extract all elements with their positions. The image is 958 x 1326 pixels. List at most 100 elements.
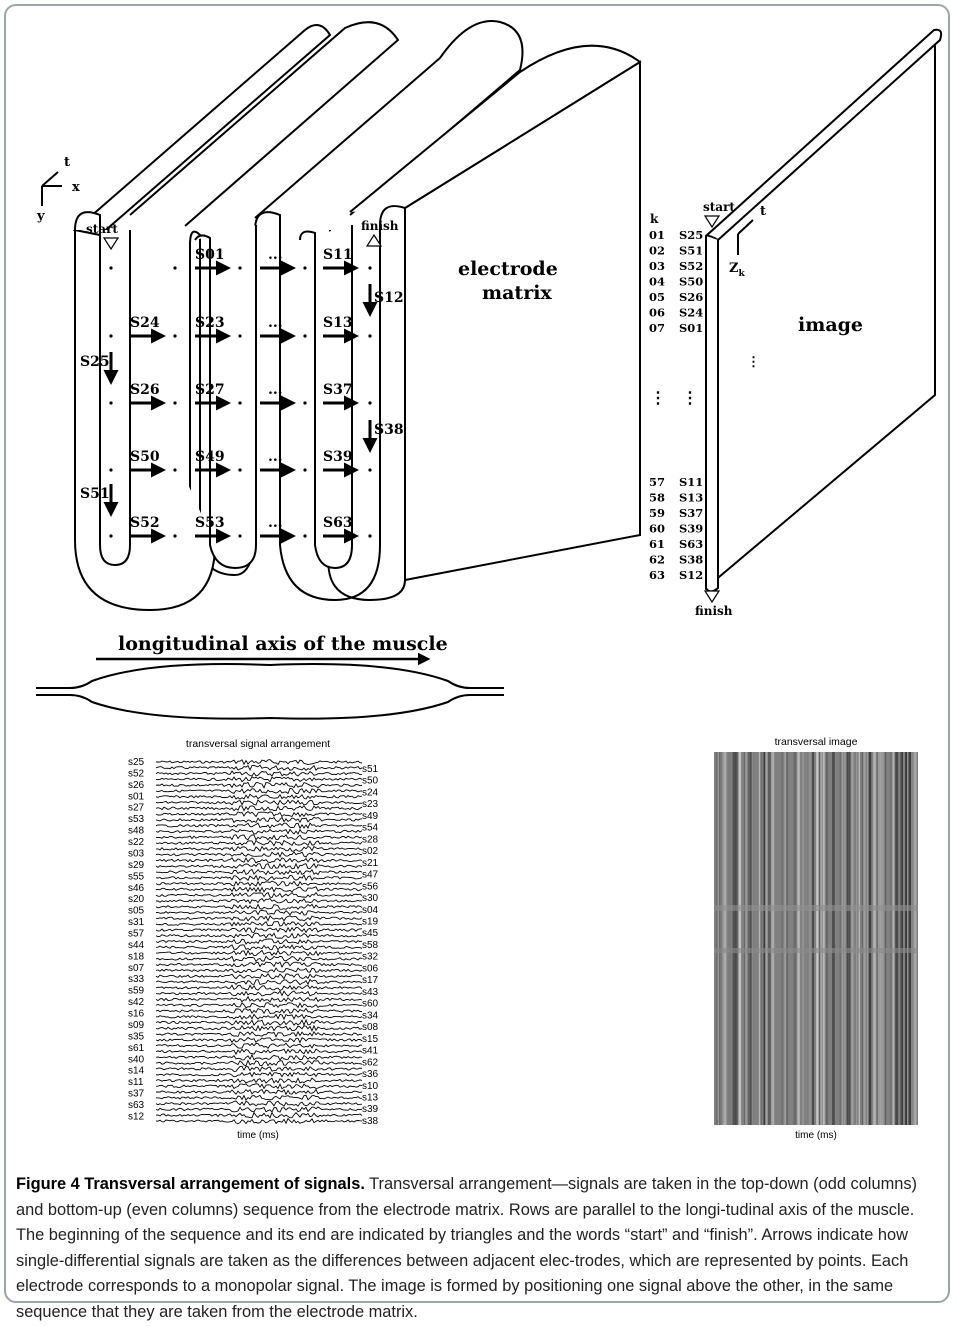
k-index: 59 xyxy=(649,506,665,520)
signal-right-label: s47 xyxy=(362,870,379,881)
signal-right-label: s24 xyxy=(362,788,379,799)
figure-frame xyxy=(4,4,950,1303)
signal-trace xyxy=(155,1077,363,1084)
k-index: 07 xyxy=(649,321,665,335)
signal-trace xyxy=(155,822,363,830)
signal-right-label: s62 xyxy=(362,1057,379,1068)
signal-label: S63 xyxy=(323,515,353,531)
image-vdots: ⋮ xyxy=(747,355,760,370)
image-stripe xyxy=(863,752,866,1125)
image-stripe xyxy=(907,752,910,1125)
image-stripe xyxy=(841,752,844,1125)
signal-label: S23 xyxy=(195,315,225,331)
image-stripe xyxy=(908,752,911,1125)
electrode-dot xyxy=(368,266,372,270)
image-stripe xyxy=(732,752,734,1125)
image-stripe xyxy=(765,752,768,1125)
k-index: 58 xyxy=(649,491,665,505)
signal-left-label: s48 xyxy=(128,826,145,837)
k-signal: S11 xyxy=(679,475,703,489)
signal-trace xyxy=(155,932,362,939)
electrode-matrix-slab xyxy=(72,20,642,612)
signal-left-label: s22 xyxy=(128,837,145,848)
caption-title: Figure 4 Transversal arrangement of sign… xyxy=(16,1175,365,1193)
k-signal: S37 xyxy=(679,506,703,520)
signal-label: S49 xyxy=(195,449,225,465)
signal-trace xyxy=(155,776,363,783)
signal-trace xyxy=(155,909,363,916)
signal-right-label: s17 xyxy=(362,975,379,986)
image-stripe xyxy=(893,752,895,1125)
signal-right-label: s41 xyxy=(362,1046,379,1057)
signal-plot-title: transversal signal arrangement xyxy=(186,738,330,750)
image-finish-label: finish xyxy=(695,604,733,618)
signal-trace xyxy=(155,851,363,858)
electrode-dot xyxy=(303,468,307,472)
signal-trace xyxy=(155,805,363,812)
image-stripe xyxy=(844,752,846,1125)
signal-left-label: s46 xyxy=(128,883,145,894)
signal-left-label: s63 xyxy=(128,1100,145,1111)
signal-trace xyxy=(155,770,363,777)
k-signal: S51 xyxy=(679,244,703,258)
image-stripe xyxy=(880,752,882,1125)
signal-right-label: s36 xyxy=(362,1069,379,1080)
image-stripe xyxy=(822,752,825,1125)
signal-left-label: s07 xyxy=(128,963,145,974)
signal-trace xyxy=(155,978,363,986)
image-stripe xyxy=(839,752,842,1125)
signal-label: S26 xyxy=(130,382,160,398)
k-signal: S13 xyxy=(679,491,703,505)
electrode-dot xyxy=(303,534,307,538)
signal-right-label: s02 xyxy=(362,846,379,857)
k-header: k xyxy=(650,212,659,226)
figure-illustration: t x y start finish electrode matrix S01.… xyxy=(36,20,943,1141)
tz-axis-indicator xyxy=(737,219,754,255)
image-slab xyxy=(705,28,943,593)
signal-right-label: s13 xyxy=(362,1093,379,1104)
signal-trace xyxy=(155,828,363,835)
image-t-label: t xyxy=(760,204,766,219)
start-triangle-icon xyxy=(102,237,120,251)
image-band xyxy=(714,905,918,911)
image-stripe xyxy=(873,752,876,1125)
k-signal: S52 xyxy=(679,259,703,273)
signal-left-label: s29 xyxy=(128,860,145,871)
signal-left-label: s11 xyxy=(128,1077,144,1088)
signal-trace xyxy=(156,759,363,766)
electrode-dot xyxy=(173,334,177,338)
matrix-finish-label: finish xyxy=(361,219,399,233)
image-stripe xyxy=(818,752,820,1125)
k-index: 03 xyxy=(649,259,665,273)
k-signal: S50 xyxy=(679,275,703,289)
image-finish-triangle-icon xyxy=(703,590,721,604)
image-stripe xyxy=(763,752,766,1125)
signal-trace xyxy=(155,1024,363,1032)
electrode-dot xyxy=(173,401,177,405)
signal-trace xyxy=(155,1042,363,1049)
image-stripe xyxy=(901,752,903,1125)
image-stripe xyxy=(861,752,864,1125)
signal-left-label: s14 xyxy=(128,1066,145,1077)
signal-label: S53 xyxy=(195,515,225,531)
signal-right-label: s32 xyxy=(362,952,379,963)
image-stripe xyxy=(748,752,751,1125)
axis-x-label: x xyxy=(72,180,80,195)
signal-trace xyxy=(155,1094,362,1101)
electrode-matrix-label-1: electrode xyxy=(458,258,558,280)
signal-left-label: s61 xyxy=(128,1043,145,1054)
image-stripe xyxy=(736,752,738,1125)
image-stripe xyxy=(890,752,892,1125)
signal-label: S50 xyxy=(130,449,160,465)
signal-trace xyxy=(155,862,363,870)
image-stripe xyxy=(900,752,902,1125)
signal-right-label: s04 xyxy=(362,905,379,916)
zk-label: Zk xyxy=(729,261,746,279)
k-vdots: ⋮ xyxy=(650,388,666,407)
image-stripe xyxy=(802,752,804,1125)
image-stripe xyxy=(856,752,858,1125)
image-stripe xyxy=(913,752,916,1125)
image-stripe xyxy=(896,752,898,1125)
signal-trace xyxy=(155,880,363,887)
vertical-signal-label: S25 xyxy=(80,354,110,370)
